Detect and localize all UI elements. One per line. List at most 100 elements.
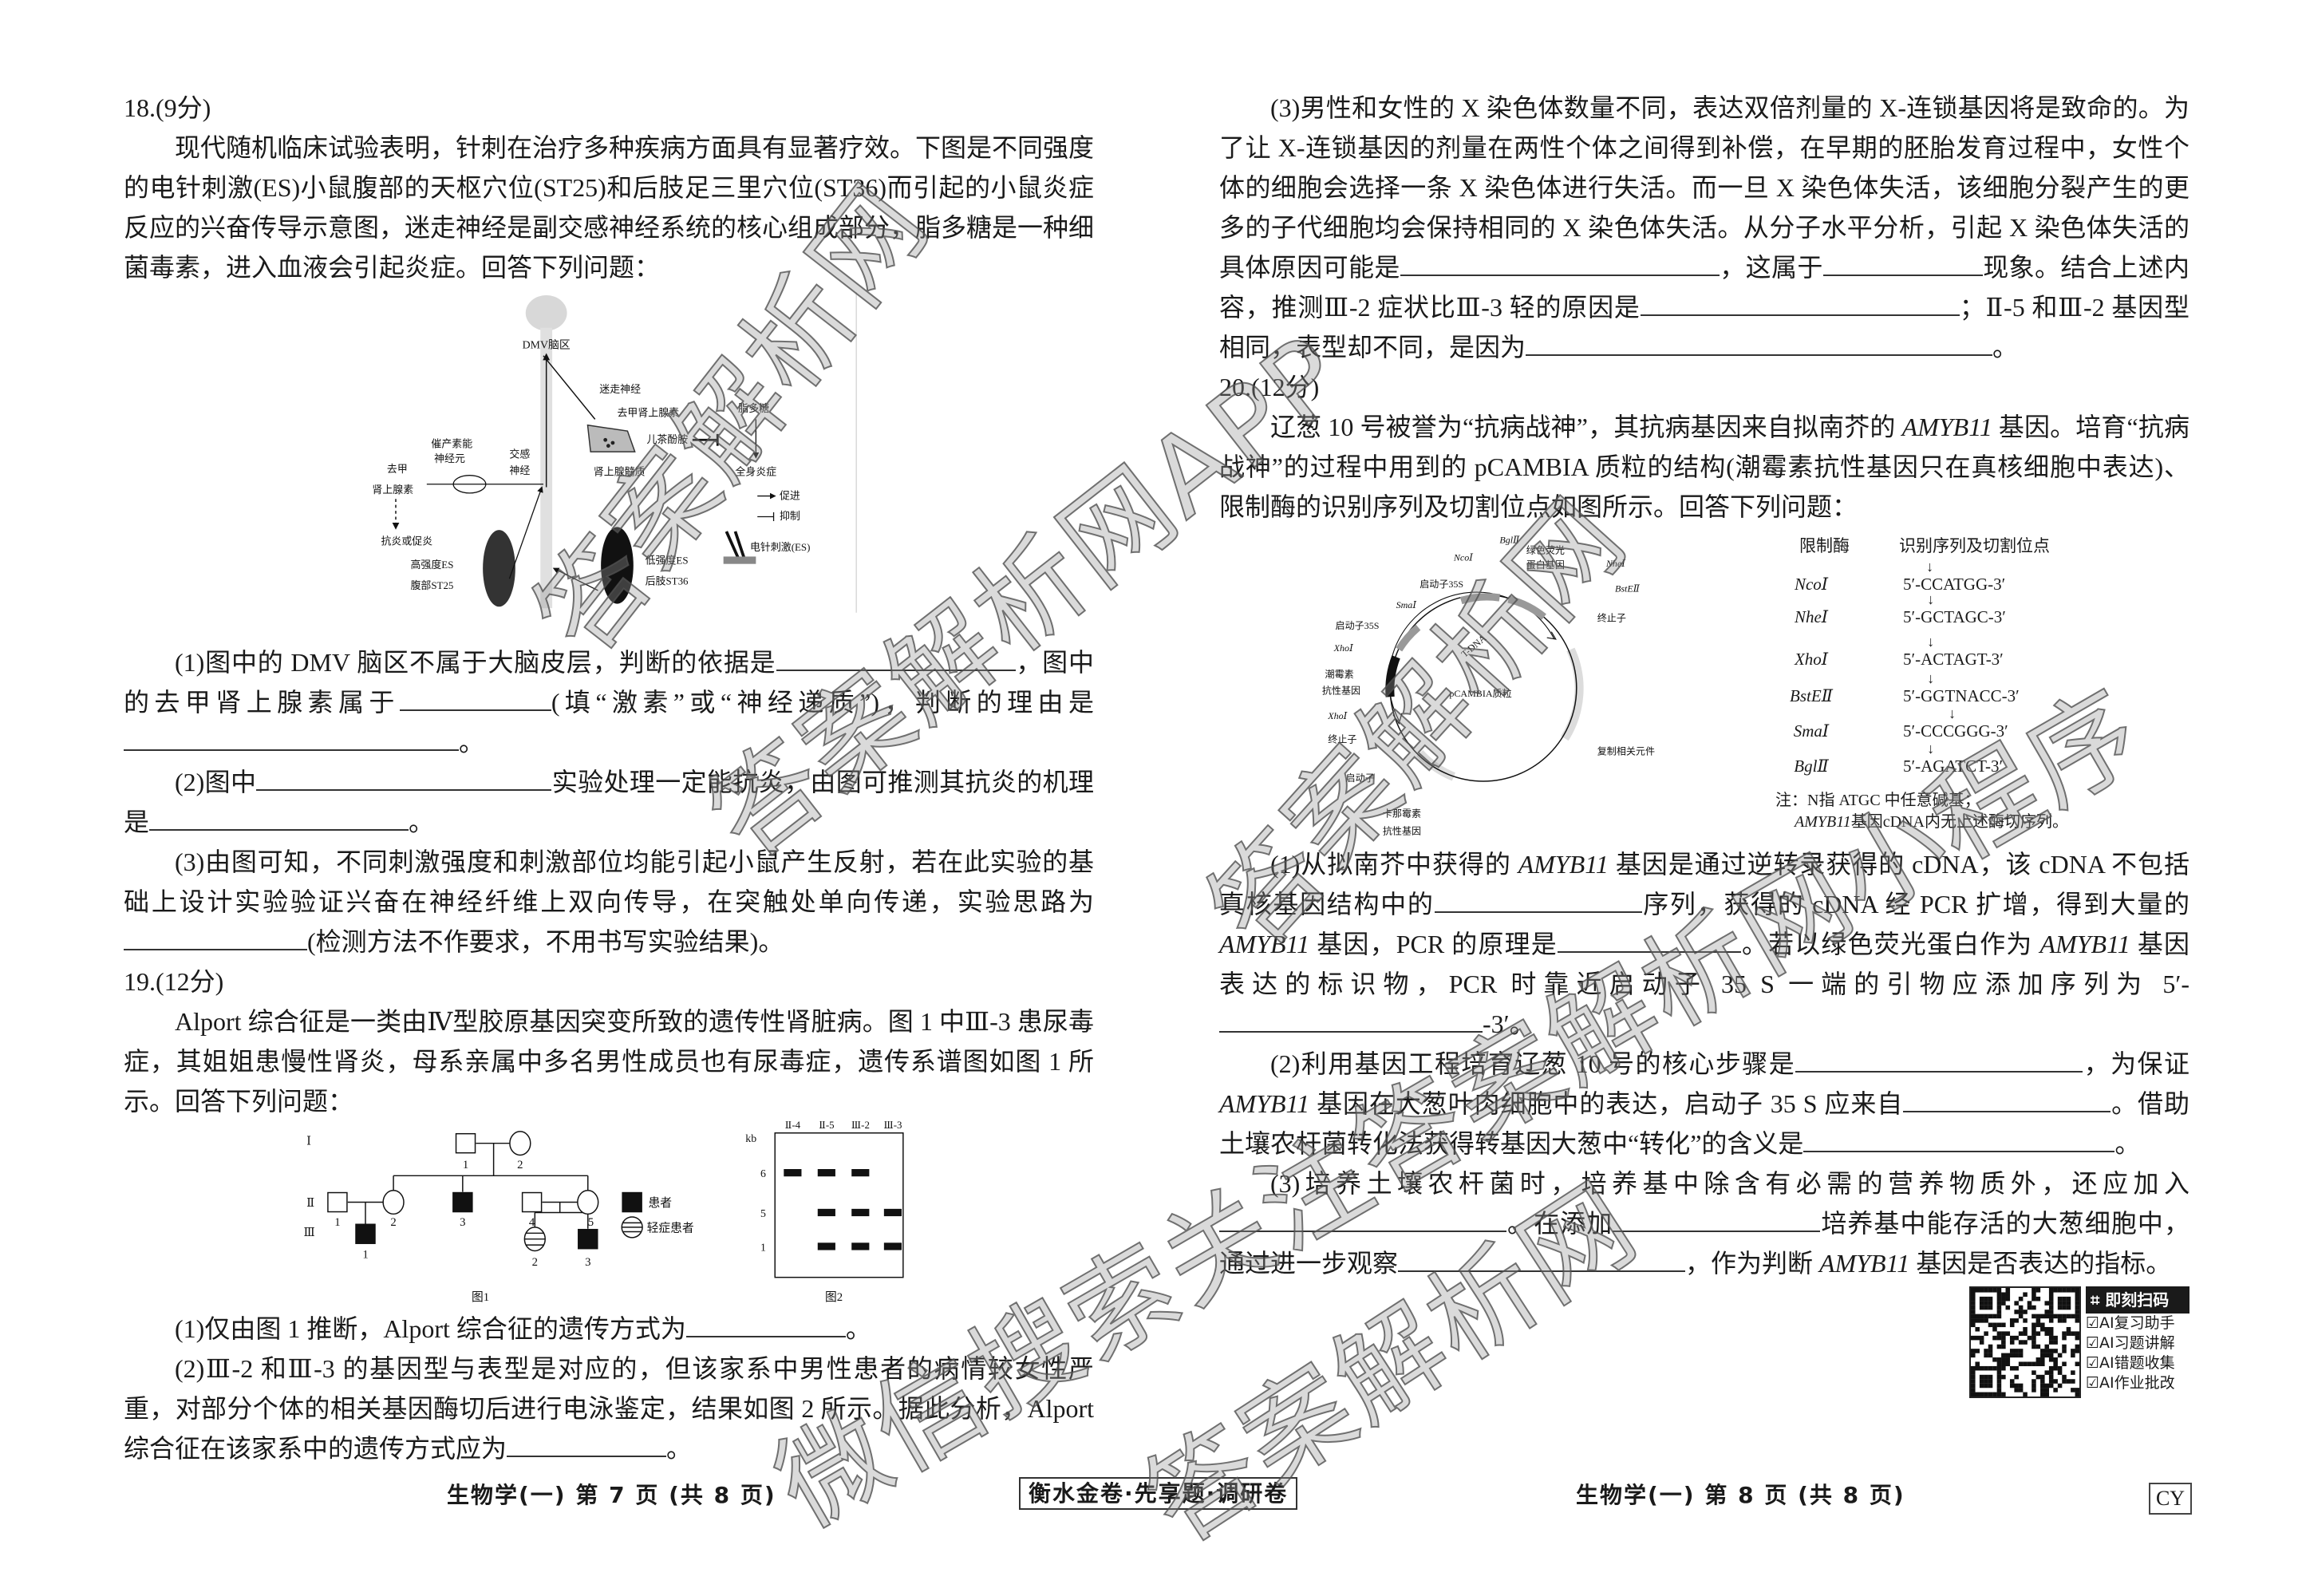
answer-blank[interactable]: [1434, 884, 1642, 913]
generation-label: Ⅱ: [306, 1197, 314, 1210]
label-st36: 后肢ST36: [646, 575, 689, 587]
answer-blank[interactable]: [1640, 287, 1960, 316]
label-catecholamine: 儿茶酚胺: [646, 433, 688, 445]
label-low-es: 低强度ES: [646, 555, 689, 567]
q20-text: 。借助土壤农杆菌转化法获得转基因大葱中“转化”的含义是: [1219, 1089, 2189, 1158]
gfp-gene-arrow: [1507, 595, 1546, 620]
q20-text: 基因在大葱叶肉细胞中的表达，启动子 35 S 应来自: [1309, 1089, 1904, 1118]
qr-module: [1971, 1353, 1976, 1358]
question-19-stem: Alport 综合征是一类由Ⅳ型胶原基因突变所致的遗传性肾脏病。图 1 中Ⅲ-3…: [124, 1007, 1094, 1116]
answer-blank[interactable]: [1613, 1203, 1821, 1232]
qr-module: [1988, 1314, 1993, 1319]
qr-module: [2066, 1331, 2071, 1336]
qr-module: [2040, 1379, 2045, 1384]
answer-blank[interactable]: [256, 762, 552, 791]
answer-blank[interactable]: [1903, 1084, 2111, 1112]
qr-module: [1996, 1357, 2002, 1362]
q20-text: 培养基中能存活的大葱细胞中，通过进一步观察: [1219, 1209, 2189, 1278]
qr-module: [2032, 1296, 2036, 1302]
qr-module: [2018, 1349, 2024, 1353]
seq-suffix: -3′: [1985, 757, 2004, 776]
gene-name: AMYB11: [1795, 813, 1851, 831]
qr-module: [2062, 1305, 2067, 1310]
q20-text: 序列，获得的 cDNA 经 PCR 扩增，得到大量的: [1641, 890, 2189, 918]
qr-module: [1971, 1305, 1976, 1310]
qr-module: [2044, 1344, 2050, 1349]
question-18-title: 18.(9分): [124, 93, 211, 122]
qr-module: [1988, 1392, 1993, 1396]
question-19-title: 19.(12分): [124, 967, 224, 996]
qr-module: [1971, 1296, 1976, 1302]
answer-blank[interactable]: [1398, 1243, 1686, 1272]
qr-module: [2044, 1331, 2050, 1336]
qr-code[interactable]: [1969, 1286, 2081, 1398]
qr-module: [2009, 1349, 2015, 1353]
qr-module: [2001, 1322, 2006, 1328]
legend-promote: 促进: [780, 489, 800, 501]
gel-band: [851, 1208, 870, 1217]
qr-module: [2075, 1296, 2079, 1302]
recognition-sequence: 5′-AGATCT-3′: [1903, 757, 2003, 776]
qr-module: [2048, 1365, 2054, 1371]
pedigree-female-i2: [509, 1131, 531, 1156]
answer-blank[interactable]: [1526, 327, 1993, 356]
answer-blank[interactable]: [149, 802, 409, 831]
qr-module: [2057, 1296, 2063, 1302]
qr-module: [2062, 1296, 2067, 1302]
answer-blank[interactable]: [776, 642, 1016, 671]
qr-module: [2053, 1349, 2058, 1353]
label-terminator: 终止子: [1328, 733, 1356, 745]
qr-module: [1988, 1344, 1993, 1349]
recognition-sequence: 5′-CCATGG-3′: [1903, 575, 2005, 595]
q18-part1-text: 。: [459, 728, 485, 757]
label-ne2: 肾上腺素: [372, 484, 413, 496]
answer-blank[interactable]: [1803, 1124, 2115, 1152]
q19-part2: (2)Ⅲ-2 和Ⅲ-3 的基因型与表型是对应的，但该家系中男性患者的病情较女性严…: [124, 1349, 1094, 1468]
gel-unit: kb: [745, 1132, 756, 1144]
answer-blank[interactable]: [1219, 1203, 1506, 1232]
answer-blank[interactable]: [1557, 924, 1741, 953]
seq-prefix: 5′-: [1903, 757, 1921, 776]
answer-blank[interactable]: [124, 722, 459, 751]
gene-name: AMYB11: [1219, 1089, 1310, 1118]
kanamycin-gene: [1416, 749, 1456, 781]
feature-item: ☑AI错题收集: [2086, 1353, 2189, 1373]
qr-module: [2032, 1370, 2036, 1375]
q20-text: 基因，PCR 的原理是: [1309, 930, 1558, 958]
cut-site-base: G: [1933, 757, 1945, 776]
qr-module: [1996, 1305, 2002, 1310]
answer-blank[interactable]: [1822, 247, 1983, 276]
seq-suffix: -3′: [1985, 650, 2004, 669]
qr-module: [2018, 1383, 2024, 1389]
hygromycin-gene: [1385, 655, 1400, 697]
qr-module: [2044, 1383, 2050, 1389]
qr-module: [1988, 1374, 1993, 1380]
gel-band: [883, 1242, 902, 1250]
pedigree-affected-male-iii3: [578, 1228, 598, 1250]
qr-module: [1975, 1314, 1980, 1319]
answer-blank[interactable]: [1400, 247, 1720, 276]
answer-blank[interactable]: [124, 922, 307, 950]
checkbox-icon: ☑: [2086, 1334, 2100, 1352]
answer-blank[interactable]: [685, 1309, 846, 1337]
base: G: [1978, 721, 1991, 741]
gel-frame: [774, 1132, 904, 1278]
base: T: [1955, 757, 1966, 776]
qr-module: [1975, 1361, 1980, 1367]
qr-module: [1988, 1301, 1993, 1306]
qr-module: [2062, 1379, 2067, 1384]
base: T: [1945, 686, 1956, 705]
qr-module: [1971, 1322, 1976, 1328]
qr-module: [1971, 1292, 1976, 1297]
answer-blank[interactable]: [507, 1428, 667, 1457]
answer-blank[interactable]: [399, 682, 551, 711]
qr-module: [1996, 1365, 2002, 1371]
label-oxytocin: 催产素能: [431, 438, 472, 450]
q18-part2-text: (2)图中: [175, 768, 257, 796]
answer-blank[interactable]: [1219, 1004, 1483, 1033]
base: C: [1965, 757, 1977, 776]
qr-module: [1979, 1301, 1984, 1306]
qr-module: [2048, 1340, 2054, 1345]
answer-blank[interactable]: [1795, 1044, 2083, 1073]
qr-module: [2005, 1353, 2011, 1358]
